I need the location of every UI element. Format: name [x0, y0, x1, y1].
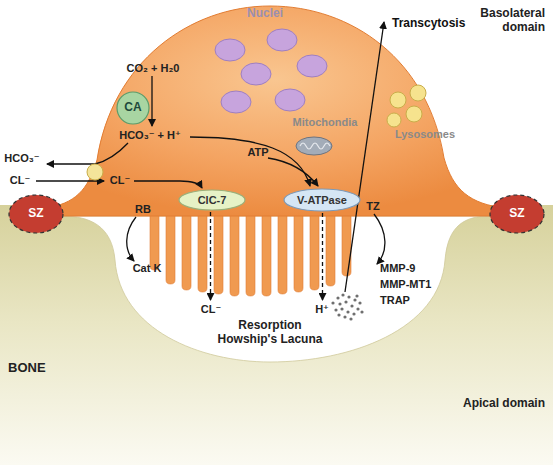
arrow-group: [36, 22, 385, 300]
domain-label: Apical domain: [450, 396, 545, 410]
nucleus: [221, 91, 251, 113]
reaction-label: CO₂ + H₂0: [103, 62, 203, 75]
node-text: V-ATPase: [297, 194, 347, 206]
enzyme-label: MMP-MT1: [380, 278, 460, 291]
molecule-label: ATP: [238, 146, 278, 159]
proton-transport-arrow: [190, 137, 310, 186]
node-text: SZ: [28, 207, 43, 220]
organelle-label: Lysosomes: [385, 128, 465, 141]
enzyme-label: TRAP: [380, 294, 460, 307]
ion-label: H⁺: [306, 303, 338, 316]
lysosome: [410, 85, 426, 101]
degraded-matrix-particles: [331, 293, 363, 320]
osteoclast-cell: [45, 6, 505, 216]
lysosome-group: [387, 85, 426, 127]
chloride-influx-arrow: [36, 180, 104, 181]
channel-ellipse-shape: [179, 190, 245, 210]
enzyme-circle: CA: [116, 91, 150, 125]
ion-label: CL⁻: [104, 174, 136, 187]
enzyme-circle-shape: [117, 92, 149, 124]
proton-secretion-arrow: [322, 213, 323, 300]
nuclei-group: [215, 29, 327, 113]
nucleus: [215, 39, 245, 61]
nucleus: [267, 29, 297, 51]
mitochondrion-cristae: [300, 143, 330, 149]
nucleus: [275, 89, 305, 111]
reaction-label: HCO₃⁻ + H⁺: [100, 129, 200, 142]
organelle-label: Nuclei: [225, 6, 305, 20]
pump-ellipse-shape: [284, 189, 360, 211]
sealing-zone: SZ: [489, 194, 545, 234]
sealing-zone-shape: [9, 195, 63, 233]
lysosome: [387, 113, 401, 127]
cathepsin-secretion-arrow: [127, 217, 136, 261]
organelle-label: Mitochondia: [280, 116, 370, 129]
node-text: CA: [124, 101, 141, 114]
chloride-transport-arrow: [134, 181, 202, 188]
transcytosis-arrow: [345, 22, 384, 292]
node-text: SZ: [509, 207, 524, 220]
chloride-secretion-arrow: [210, 212, 211, 300]
region-label: TZ: [358, 200, 388, 213]
enzyme-secretion-arrow: [374, 214, 385, 264]
region-label: BONE: [8, 360, 68, 376]
ion-label: HCO₃⁻: [0, 152, 44, 165]
process-label: Transcytosis: [392, 16, 492, 30]
enzyme-label: MMP-9: [380, 262, 460, 275]
ruffled-border-villi: [150, 214, 351, 296]
lysosome: [406, 106, 422, 122]
resorption-lacuna: [62, 216, 490, 362]
pump-ellipse: V-ATPase: [283, 188, 361, 212]
reaction-arrow: [151, 76, 152, 126]
node-text: ClC-7: [198, 194, 227, 206]
domain-label: Basolateral domain: [455, 6, 545, 35]
bone-matrix: [0, 205, 553, 465]
nucleus: [297, 55, 327, 77]
ion-label: CL⁻: [195, 303, 227, 316]
ion-label: CL⁻: [0, 174, 40, 187]
lysosome: [390, 92, 406, 108]
mitochondrion: [296, 137, 332, 155]
enzyme-label: Cat K: [122, 262, 172, 275]
sealing-zone-shape: [490, 195, 544, 233]
region-label: Resorption Howship's Lacuna: [210, 318, 330, 347]
region-label: RB: [128, 203, 158, 216]
atp-arrow: [268, 158, 318, 186]
sealing-zone: SZ: [8, 194, 64, 234]
nucleus: [241, 63, 271, 85]
channel-ellipse: ClC-7: [178, 189, 246, 211]
anion-exchanger: [87, 164, 103, 180]
bicarbonate-efflux-arrow: [47, 143, 128, 164]
